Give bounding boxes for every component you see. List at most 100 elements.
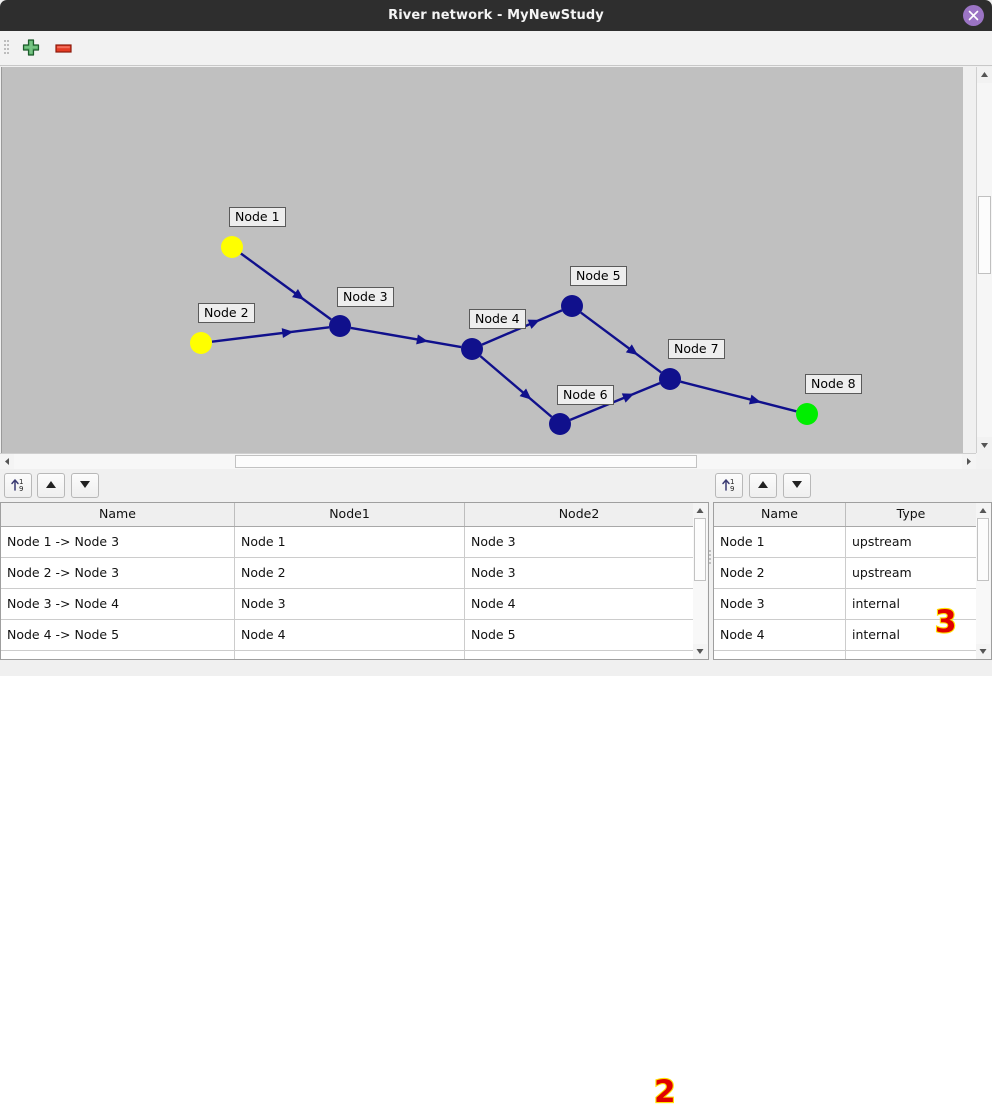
table-cell[interactable] bbox=[1, 651, 235, 659]
column-header-type[interactable]: Type bbox=[896, 506, 926, 521]
table-cell[interactable]: Node 4 bbox=[714, 620, 846, 650]
nodes-vscroll-thumb[interactable] bbox=[977, 518, 989, 581]
table-cell[interactable]: Node 2 -> Node 3 bbox=[1, 558, 235, 588]
table-cell[interactable]: Node 2 bbox=[714, 558, 846, 588]
table-cell[interactable]: upstream bbox=[852, 565, 912, 580]
graph-node-label[interactable]: Node 2 bbox=[198, 303, 255, 323]
graph-edge[interactable] bbox=[569, 382, 661, 421]
graph-node-label[interactable]: Node 6 bbox=[557, 385, 614, 405]
nodes-vscroll-track[interactable] bbox=[976, 518, 990, 644]
table-cell[interactable]: Node 5 bbox=[471, 627, 516, 642]
reaches-move-down-button[interactable] bbox=[71, 473, 99, 498]
column-header-name[interactable]: Name bbox=[714, 503, 846, 526]
reaches-vscroll-track[interactable] bbox=[693, 518, 707, 644]
graph-node-label[interactable]: Node 8 bbox=[805, 374, 862, 394]
network-graph[interactable]: Node 1 Node 2 Node 3 Node 4 Node 5 Node 6 Node… bbox=[1, 67, 963, 453]
graph-node[interactable] bbox=[190, 332, 212, 354]
table-cell[interactable]: Node 2 bbox=[235, 558, 465, 588]
table-cell[interactable]: internal bbox=[852, 596, 900, 611]
table-cell[interactable] bbox=[846, 651, 976, 659]
add-node-icon[interactable] bbox=[20, 38, 42, 58]
scroll-up-button[interactable] bbox=[977, 67, 992, 83]
graph-horizontal-scrollbar[interactable] bbox=[0, 453, 976, 469]
graph-vscroll-thumb[interactable] bbox=[978, 196, 991, 274]
graph-node[interactable] bbox=[549, 413, 571, 435]
node-table-row[interactable] bbox=[714, 651, 976, 659]
table-cell[interactable]: Node 3 -> Node 4 bbox=[1, 589, 235, 619]
graph-node[interactable] bbox=[796, 403, 818, 425]
graph-edge[interactable] bbox=[680, 380, 797, 413]
graph-node[interactable] bbox=[561, 295, 583, 317]
graph-edge[interactable] bbox=[240, 252, 332, 321]
graph-vscroll-track[interactable] bbox=[977, 83, 992, 437]
column-header-node1[interactable]: Node1 bbox=[235, 503, 465, 526]
graph-edge[interactable] bbox=[211, 326, 330, 343]
close-icon[interactable] bbox=[963, 5, 984, 26]
graph-node-label[interactable]: Node 5 bbox=[570, 266, 627, 286]
scroll-right-button[interactable] bbox=[962, 454, 976, 469]
graph-node-label[interactable]: Node 4 bbox=[469, 309, 526, 329]
delete-node-icon[interactable] bbox=[52, 38, 74, 58]
node-table-row[interactable]: Node 3 internal bbox=[714, 589, 976, 620]
graph-vertical-scrollbar[interactable] bbox=[976, 67, 992, 453]
table-cell[interactable] bbox=[714, 651, 846, 659]
graph-edge[interactable] bbox=[580, 311, 662, 374]
reaches-scroll-up-button[interactable] bbox=[693, 503, 707, 518]
table-cell[interactable]: Node 3 bbox=[714, 589, 846, 619]
scroll-down-button[interactable] bbox=[977, 437, 992, 453]
graph-node[interactable] bbox=[659, 368, 681, 390]
table-cell[interactable]: upstream bbox=[852, 534, 912, 549]
table-cell[interactable]: Node 1 bbox=[714, 527, 846, 557]
nodes-scroll-up-button[interactable] bbox=[976, 503, 990, 518]
nodes-table-header[interactable]: Name Type bbox=[714, 503, 976, 527]
nodes-sort-button[interactable]: 1 9 bbox=[715, 473, 743, 498]
reaches-vertical-scrollbar[interactable] bbox=[693, 502, 709, 660]
reaches-vscroll-thumb[interactable] bbox=[694, 518, 706, 581]
table-cell[interactable]: Node 3 bbox=[235, 589, 465, 619]
nodes-move-up-button[interactable] bbox=[749, 473, 777, 498]
table-cell[interactable]: internal bbox=[852, 627, 900, 642]
graph-node-label[interactable]: Node 7 bbox=[668, 339, 725, 359]
graph-hscroll-track[interactable] bbox=[14, 454, 962, 469]
column-header-node2[interactable]: Node2 bbox=[558, 506, 600, 521]
reach-table-row[interactable] bbox=[1, 651, 693, 659]
table-cell[interactable]: Node 4 -> Node 5 bbox=[1, 620, 235, 650]
graph-node[interactable] bbox=[329, 315, 351, 337]
table-cell[interactable]: Node 3 bbox=[471, 565, 516, 580]
graph-node-label[interactable]: Node 3 bbox=[337, 287, 394, 307]
graph-node[interactable] bbox=[221, 236, 243, 258]
graph-hscroll-thumb[interactable] bbox=[235, 455, 697, 468]
table-cell[interactable]: Node 4 bbox=[471, 596, 516, 611]
table-cell[interactable] bbox=[465, 651, 693, 659]
graph-edge[interactable] bbox=[350, 326, 462, 349]
column-header-name[interactable]: Name bbox=[1, 503, 235, 526]
table-cell[interactable]: Node 4 bbox=[235, 620, 465, 650]
graph-edge[interactable] bbox=[479, 355, 553, 418]
node-table-row[interactable]: Node 1 upstream bbox=[714, 527, 976, 558]
table-cell[interactable]: Node 1 -> Node 3 bbox=[1, 527, 235, 557]
nodes-scroll-down-button[interactable] bbox=[976, 644, 990, 659]
toolbar-grip[interactable] bbox=[4, 40, 9, 56]
table-cell[interactable]: Node 1 bbox=[235, 527, 465, 557]
table-cell[interactable] bbox=[235, 651, 465, 659]
nodes-move-down-button[interactable] bbox=[783, 473, 811, 498]
nodes-vertical-scrollbar[interactable] bbox=[976, 502, 992, 660]
scroll-left-button[interactable] bbox=[0, 454, 14, 469]
node-table-row[interactable]: Node 4 internal bbox=[714, 620, 976, 651]
reaches-move-up-button[interactable] bbox=[37, 473, 65, 498]
node-table-row[interactable]: Node 2 upstream bbox=[714, 558, 976, 589]
graph-node[interactable] bbox=[461, 338, 483, 360]
reaches-sort-button[interactable]: 1 9 bbox=[4, 473, 32, 498]
table-cell[interactable]: Node 3 bbox=[471, 534, 516, 549]
graph-node-label[interactable]: Node 1 bbox=[229, 207, 286, 227]
nodes-pane-grip[interactable] bbox=[709, 550, 713, 568]
reaches-scroll-down-button[interactable] bbox=[693, 644, 707, 659]
